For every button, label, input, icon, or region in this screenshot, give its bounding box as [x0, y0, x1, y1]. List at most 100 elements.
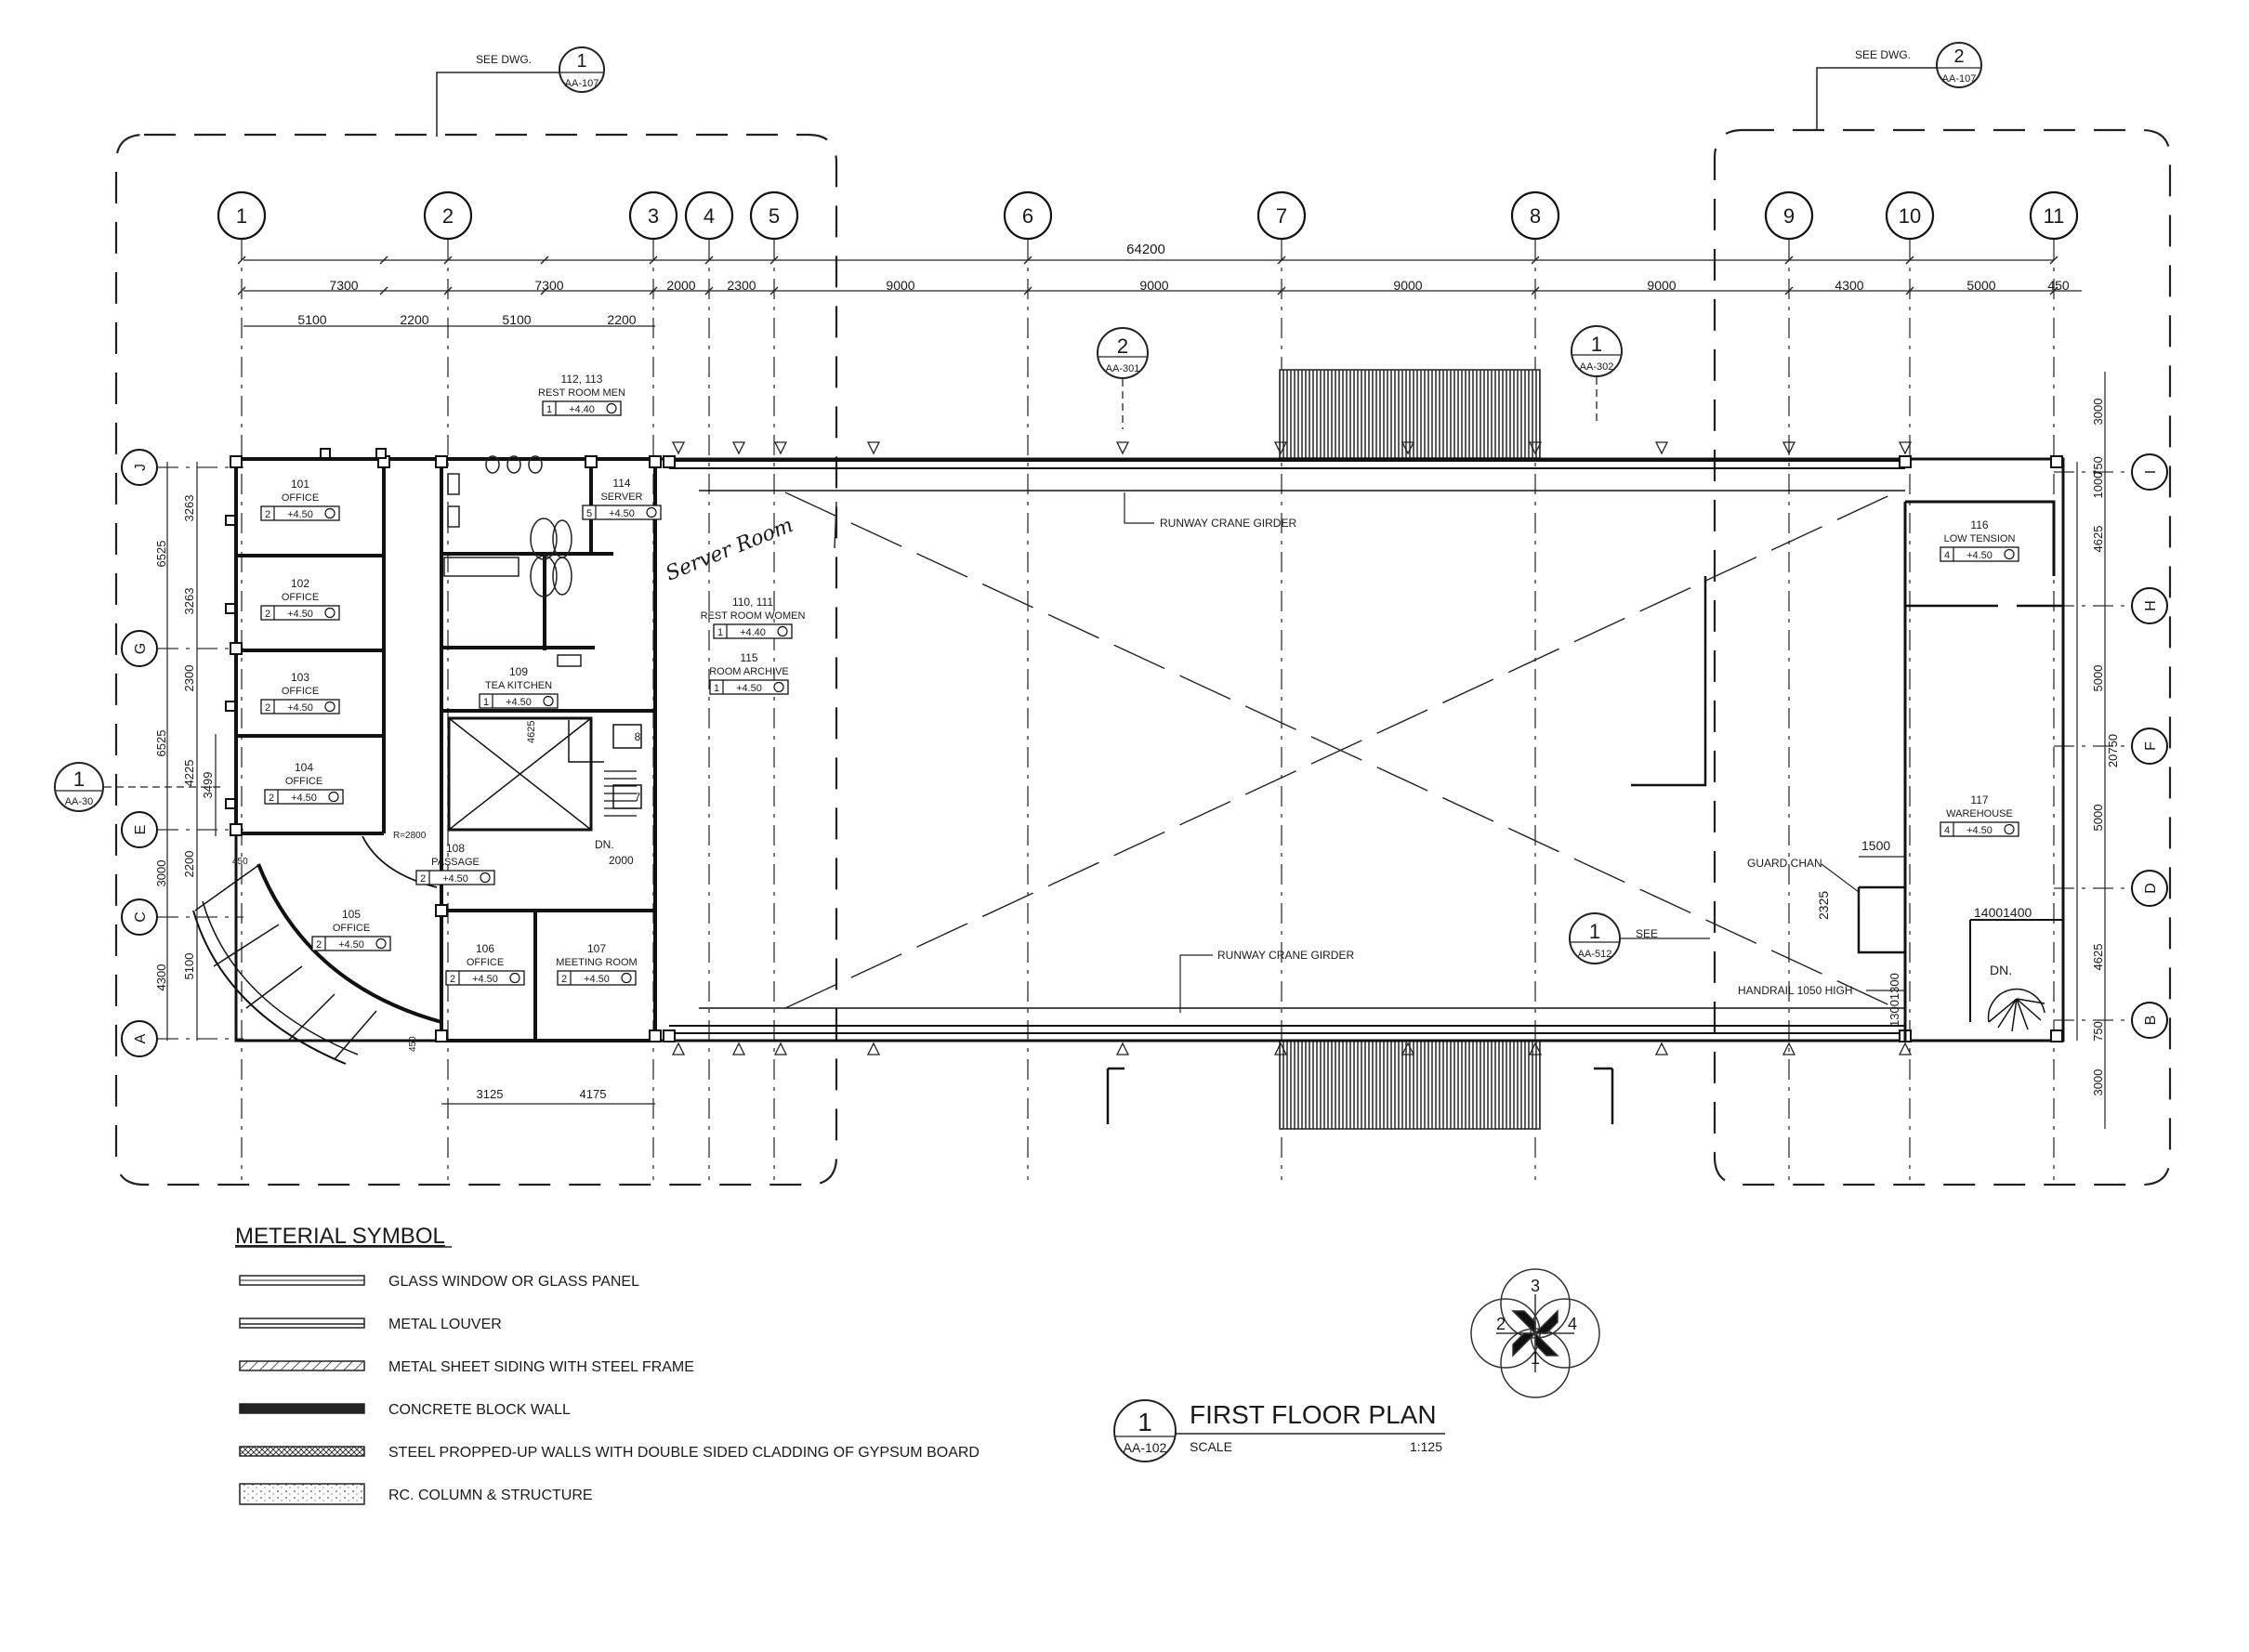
dim-tick [704, 256, 714, 265]
svg-text:2: 2 [1496, 1315, 1506, 1333]
dim-left-inner: 5100 [182, 953, 196, 980]
room-level-symbol [375, 937, 387, 950]
grid-bubble [2131, 728, 2168, 765]
window-mullion [320, 448, 331, 459]
room-level: +4.40 [569, 404, 595, 415]
legend-swatch-louver [239, 1318, 365, 1329]
room-name: MEETING ROOM [556, 957, 637, 968]
room-level-symbol [328, 791, 339, 803]
right-rooms-walls [1857, 500, 2063, 1041]
dim-left-outer: 3000 [154, 860, 168, 887]
grid-bubble [1256, 190, 1307, 241]
room-finish-tag: 2 [450, 974, 455, 985]
dim-tick [1784, 256, 1794, 265]
svg-text:AA-301: AA-301 [1106, 363, 1140, 374]
grid-label-row: D [2143, 883, 2159, 894]
dim-right-outer: 4625 [2091, 526, 2105, 553]
column [2050, 1029, 2063, 1042]
grid-bubble [121, 449, 158, 486]
truss-marker [1898, 1042, 1913, 1055]
grid-bubble [121, 1020, 158, 1057]
material-legend: METERIAL SYMBOL [235, 1224, 452, 1249]
room-labels: 101OFFICE2+4.50102OFFICE2+4.50103OFFICE2… [260, 373, 2019, 986]
column [663, 455, 676, 468]
dim-bottom-1: 3125 [477, 1087, 504, 1101]
svg-text:4: 4 [1568, 1315, 1577, 1333]
grid-row-lines [158, 466, 2128, 1040]
dim-left-inner: 2200 [182, 851, 196, 878]
room-tag-box [582, 505, 662, 520]
grid-bubble [121, 898, 158, 936]
dim-tick [540, 286, 549, 295]
room-number: 105 [342, 908, 361, 921]
room-name: PASSAGE [431, 857, 480, 868]
hall-diagonal-tail [834, 501, 837, 549]
grid-label-row: F [2143, 741, 2159, 751]
dim-tick [379, 256, 388, 265]
room-level-symbol [777, 625, 788, 637]
grid-label-col: 6 [1022, 204, 1033, 228]
truss-marker [1528, 1042, 1543, 1055]
right-dimension-lines [2076, 372, 2106, 1129]
grid-label-col: 9 [1783, 204, 1795, 228]
svg-text:AA-512: AA-512 [1578, 949, 1612, 960]
room-number: 101 [291, 478, 309, 491]
room-level: +4.50 [287, 509, 313, 520]
room-name: TEA KITCHEN [485, 680, 552, 691]
truss-marker [866, 441, 881, 455]
plan-title: FIRST FLOOR PLAN [1190, 1400, 1437, 1429]
room-level-symbol [509, 972, 520, 984]
building-outline [234, 457, 2065, 1042]
room-tag-box [260, 505, 340, 521]
dim-tick [769, 286, 779, 295]
room-level-symbol [324, 607, 335, 619]
open-hall-diagonals [784, 492, 1897, 1009]
svg-text:2000: 2000 [609, 854, 634, 867]
room-level: +4.50 [736, 683, 762, 694]
dim-top-row1: 2300 [727, 278, 756, 293]
handwritten-note: Server Room [663, 514, 796, 586]
dim-top-row2: 5100 [502, 312, 531, 327]
svg-text:2325: 2325 [1816, 891, 1831, 920]
column [435, 1029, 448, 1042]
svg-text:13001300: 13001300 [1887, 973, 1901, 1027]
column [649, 455, 662, 468]
room-name: OFFICE [467, 957, 504, 968]
column [663, 1029, 676, 1042]
room-tag-box [264, 789, 344, 805]
legend-label: STEEL PROPPED-UP WALLS WITH DOUBLE SIDED… [388, 1445, 980, 1461]
room-number: 109 [509, 665, 528, 678]
svg-text:SEE DWG.: SEE DWG. [1855, 48, 1911, 61]
room-level-symbol [480, 872, 491, 884]
svg-text:14001400: 14001400 [1974, 905, 2032, 920]
dim-left-inner: 4225 [182, 760, 196, 787]
dim-tick [769, 256, 779, 265]
grid-bubble [684, 190, 734, 241]
left-dimension-values: 6525652530004300326332632300422522005100… [154, 495, 215, 991]
grid-bubble [1510, 190, 1560, 241]
dim-right-outer: 750 [2091, 456, 2105, 477]
section-mark-bottom-1: 1 AA-512 SEE [1569, 912, 1710, 964]
truss-marker [866, 1042, 881, 1055]
see-dwg-callout-left: SEE DWG. 1 AA-107 [436, 46, 605, 137]
room-level-symbol [324, 507, 335, 519]
dim-tick [443, 256, 453, 265]
column [435, 455, 448, 468]
room-level-symbol [2004, 548, 2015, 560]
dim-tick [1784, 286, 1794, 295]
title-block: 1 AA-102 FIRST FLOOR PLAN SCALE 1:125 [1113, 1399, 1445, 1462]
room-number: 107 [587, 942, 606, 955]
grid-label-row: J [133, 464, 149, 471]
core-dim: 4625 [526, 721, 537, 743]
truss-marker [1782, 441, 1796, 455]
dim-top-row1: 4300 [1835, 278, 1863, 293]
room-name: OFFICE [285, 776, 322, 787]
grid-bubble [1003, 190, 1053, 241]
room-finish-tag: 1 [717, 627, 723, 638]
